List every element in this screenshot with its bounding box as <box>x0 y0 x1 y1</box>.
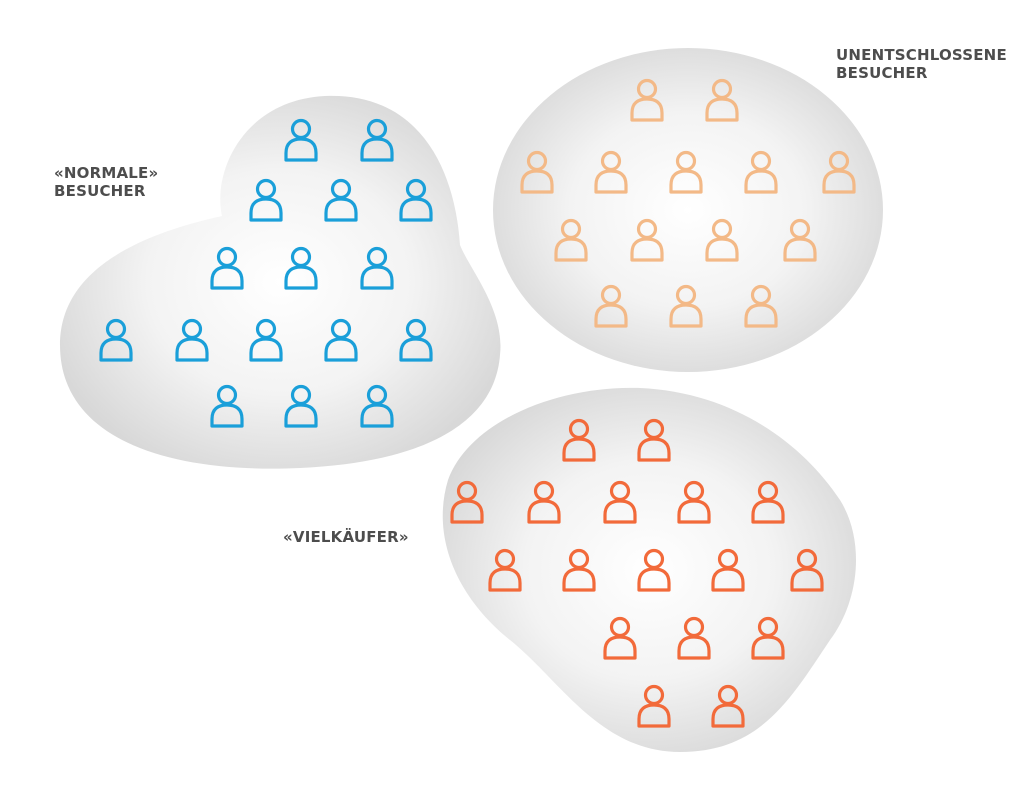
undecided-user-icon <box>822 150 856 194</box>
frequent-user-icon <box>790 548 824 592</box>
label-unentschlossene-line-2: BESUCHER <box>836 64 928 82</box>
undecided-user-icon <box>705 78 739 122</box>
normal-user-icon <box>249 318 283 362</box>
normal-user-icon <box>284 384 318 428</box>
undecided-user-icon <box>520 150 554 194</box>
frequent-user-icon <box>711 684 745 728</box>
frequent-user-icon <box>603 616 637 660</box>
frequent-user-icon <box>637 548 671 592</box>
undecided-user-icon <box>783 218 817 262</box>
frequent-user-icon <box>488 548 522 592</box>
normal-user-icon <box>175 318 209 362</box>
frequent-user-icon <box>711 548 745 592</box>
blob-undecided <box>493 48 883 372</box>
blob-normal <box>60 95 501 469</box>
normal-user-icon <box>324 318 358 362</box>
undecided-user-icon <box>705 218 739 262</box>
label-unentschlossene-line-1: UNENTSCHLOSSENE <box>836 46 1007 64</box>
frequent-user-icon <box>527 480 561 524</box>
label-normale-besucher: «NORMALE» BESUCHER <box>54 164 158 200</box>
frequent-user-icon <box>751 480 785 524</box>
frequent-user-icon <box>637 418 671 462</box>
undecided-user-icon <box>669 284 703 328</box>
frequent-user-icon <box>677 616 711 660</box>
frequent-user-icon <box>562 418 596 462</box>
undecided-user-icon <box>630 78 664 122</box>
label-vielkaeufer-line-1: «VIELKÄUFER» <box>283 528 409 546</box>
normal-user-icon <box>99 318 133 362</box>
normal-user-icon <box>399 318 433 362</box>
frequent-user-icon <box>677 480 711 524</box>
undecided-user-icon <box>744 150 778 194</box>
label-normale-line-2: BESUCHER <box>54 182 146 200</box>
undecided-user-icon <box>554 218 588 262</box>
undecided-user-icon <box>630 218 664 262</box>
normal-user-icon <box>399 178 433 222</box>
label-normale-line-1: «NORMALE» <box>54 164 159 182</box>
normal-user-icon <box>210 384 244 428</box>
normal-user-icon <box>284 118 318 162</box>
normal-user-icon <box>284 246 318 290</box>
normal-user-icon <box>360 246 394 290</box>
frequent-user-icon <box>450 480 484 524</box>
label-vielkaeufer: «VIELKÄUFER» <box>283 528 409 546</box>
normal-user-icon <box>324 178 358 222</box>
frequent-user-icon <box>603 480 637 524</box>
normal-user-icon <box>249 178 283 222</box>
frequent-user-icon <box>562 548 596 592</box>
normal-user-icon <box>210 246 244 290</box>
normal-user-icon <box>360 384 394 428</box>
normal-user-icon <box>360 118 394 162</box>
label-unentschlossene-besucher: UNENTSCHLOSSENE BESUCHER <box>836 46 1007 82</box>
frequent-user-icon <box>637 684 671 728</box>
frequent-user-icon <box>751 616 785 660</box>
undecided-user-icon <box>744 284 778 328</box>
undecided-user-icon <box>594 150 628 194</box>
undecided-user-icon <box>669 150 703 194</box>
undecided-user-icon <box>594 284 628 328</box>
